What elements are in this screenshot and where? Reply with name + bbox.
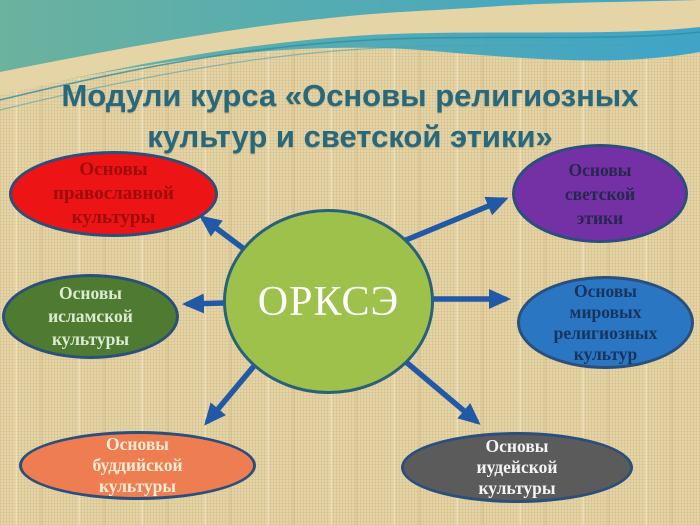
node-buddhist-label: Основы буддийской культуры bbox=[92, 434, 183, 496]
node-orthodox-culture: Основы православной культуры bbox=[9, 151, 218, 237]
node-islamic-label: Основы исламской культуры bbox=[48, 283, 133, 349]
node-jewish-culture: Основы иудейской культуры bbox=[401, 432, 633, 503]
node-world-label: Основы мировых религиозных культур bbox=[553, 280, 658, 364]
node-world-religions: Основы мировых религиозных культур bbox=[517, 276, 694, 369]
slide-title: Модули курса «Основы религиозных культур… bbox=[61, 77, 639, 154]
wave-accent-line-1 bbox=[0, 31, 700, 101]
center-node-label: ОРКСЭ bbox=[257, 278, 400, 325]
wave-accent-line-2 bbox=[0, 39, 700, 111]
arrow-to-orthodox bbox=[199, 215, 247, 252]
node-jewish-label: Основы иудейской культуры bbox=[476, 436, 558, 498]
wave-decoration bbox=[0, 0, 700, 111]
arrow-to-buddhist bbox=[204, 363, 257, 426]
arrow-to-islamic bbox=[182, 293, 227, 314]
node-secular-ethics: Основы светской этики bbox=[512, 144, 688, 243]
node-islamic-culture: Основы исламской культуры bbox=[2, 274, 179, 359]
arrow-to-secular bbox=[403, 196, 509, 243]
center-node-orkse: ОРКСЭ bbox=[223, 209, 434, 394]
node-orthodox-label: Основы православной культуры bbox=[53, 159, 174, 228]
arrow-to-jewish bbox=[403, 359, 481, 425]
wave-beige-swoosh bbox=[0, 0, 700, 95]
node-secular-label: Основы светской этики bbox=[564, 159, 636, 228]
node-buddhist-culture: Основы буддийской культуры bbox=[19, 431, 256, 500]
